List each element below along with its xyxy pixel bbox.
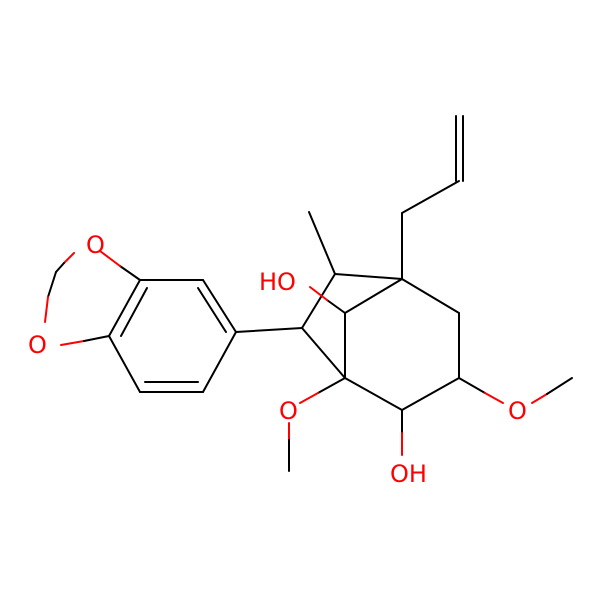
bond-ome-right-methyl-o bbox=[531, 393, 548, 404]
bond-dioxole-2-oxygen bbox=[63, 252, 75, 264]
bond-ome-left-oxygen bbox=[299, 392, 319, 404]
bond-bridge-1 bbox=[334, 273, 403, 280]
atom-label-o-dioxole-bottom: O bbox=[28, 331, 47, 359]
bond-ring-4 bbox=[344, 377, 403, 411]
bond-ho-carbon bbox=[326, 299, 346, 314]
bond-aryl-link bbox=[235, 327, 303, 333]
bond-ring-3 bbox=[401, 377, 460, 411]
bond-allyl-1 bbox=[401, 180, 460, 214]
bond-ome-left-carbon bbox=[317, 377, 346, 394]
bond-benzene-6 bbox=[202, 331, 237, 393]
bond-dioxole-2-carbon bbox=[55, 262, 65, 273]
bond-benzene-3 bbox=[108, 279, 141, 337]
atom-label-oh-bottom: OH bbox=[390, 460, 427, 488]
bond-ome-right-oxygen bbox=[484, 392, 504, 404]
atom-label-ho-bridge: HO bbox=[259, 268, 296, 296]
bond-benzene-4 bbox=[108, 335, 141, 393]
bond-bridge-3 bbox=[301, 327, 346, 379]
bond-dioxole-1-oxygen bbox=[99, 250, 121, 267]
bond-benzene-3-inner bbox=[120, 287, 148, 337]
bond-ome-right-carbon bbox=[458, 377, 486, 394]
bond-ho-oxygen bbox=[309, 286, 328, 301]
bond-benzene-1-inner bbox=[197, 287, 227, 333]
bond-bridge-2 bbox=[301, 273, 336, 329]
bond-dioxole-4-oxygen bbox=[60, 340, 85, 346]
bond-ome-right-methyl bbox=[546, 377, 573, 395]
atom-label-o-dioxole-top: O bbox=[86, 231, 105, 259]
atom-label-o-methoxy-left: O bbox=[279, 397, 298, 425]
bond-benzene-1 bbox=[202, 279, 237, 333]
atom-label-o-methoxy-right: O bbox=[508, 397, 527, 425]
bond-dioxole-3-oxygen bbox=[44, 296, 49, 323]
bond-methyl bbox=[308, 211, 336, 275]
bond-ring-6 bbox=[344, 278, 403, 314]
bond-dioxole-1-carbon bbox=[119, 265, 141, 281]
bond-dioxole-4-carbon bbox=[83, 335, 110, 342]
bond-dioxole-3-carbon bbox=[47, 271, 57, 298]
bond-ring-1 bbox=[401, 278, 460, 314]
